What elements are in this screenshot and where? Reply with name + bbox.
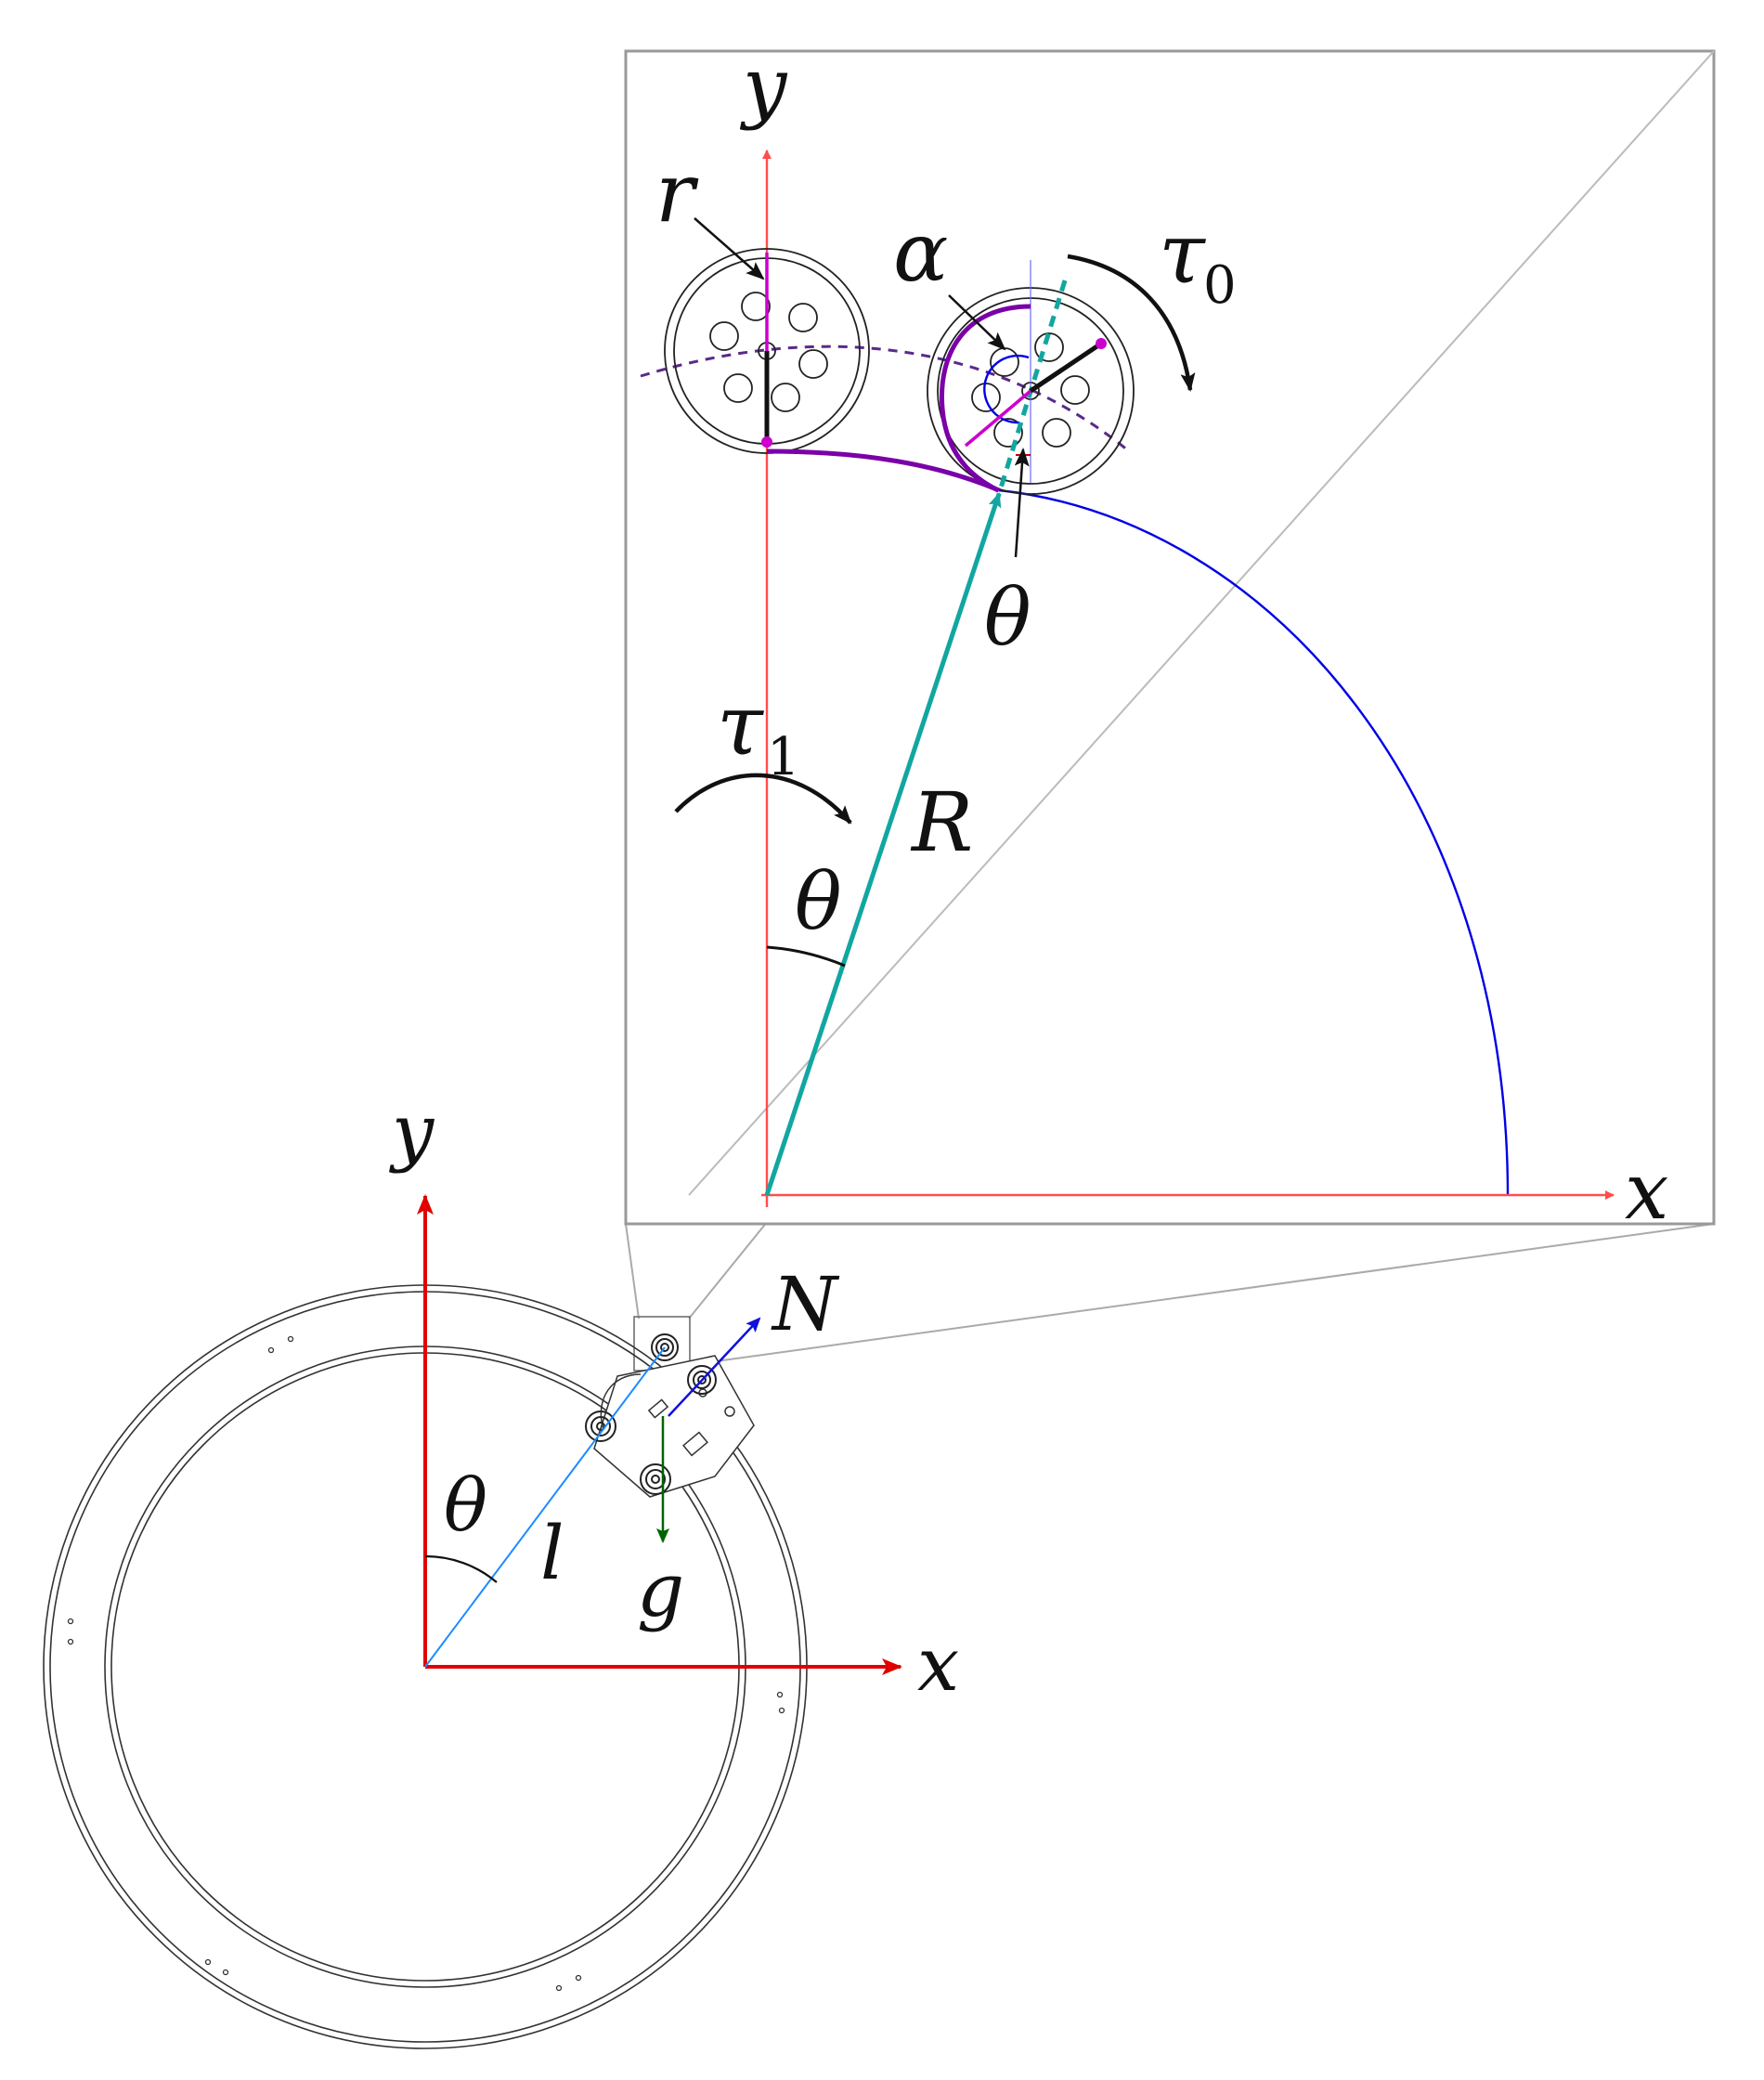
wheel-top-right xyxy=(687,1365,717,1395)
normal-force-arrow xyxy=(668,1317,761,1417)
tau0-symbol: τ xyxy=(1159,205,1206,303)
alpha-pointer-arrow xyxy=(948,294,1006,351)
pendulum-length-label: l xyxy=(540,1510,564,1596)
gravity-label: g xyxy=(637,1547,684,1633)
r-label: r xyxy=(655,145,699,240)
inset-frame xyxy=(624,49,1716,1226)
tau1-subscript: 1 xyxy=(767,727,800,787)
inset-panel: y x r α R θ θ τ 0 τ 1 xyxy=(624,41,1716,1237)
cable-between-pulleys xyxy=(766,448,1000,493)
tau0-rotation-arrow xyxy=(1067,254,1196,392)
track-arc xyxy=(998,488,1510,1196)
pendulum-line-l xyxy=(424,1346,666,1668)
inset-x-label: x xyxy=(1625,1146,1668,1237)
inset-diagonal xyxy=(688,50,1715,1196)
robot-wheels xyxy=(585,1333,717,1495)
radius-vector-R xyxy=(764,492,1002,1196)
alpha-angle-arc xyxy=(983,354,1030,424)
dashed-pitch-arc xyxy=(640,344,1129,452)
ring-bolt-holes xyxy=(67,1335,785,1992)
r-pointer-arrow xyxy=(694,217,765,280)
tau0-subscript: 0 xyxy=(1203,255,1237,316)
tau1-symbol: τ xyxy=(717,677,764,774)
wheel-top-left xyxy=(651,1333,679,1361)
wrap-cable-on-pulley xyxy=(939,304,1031,493)
tau1-rotation-arrow xyxy=(674,773,852,825)
right-pulley-black-radius xyxy=(1029,341,1103,394)
tau1-label: τ 1 xyxy=(717,677,800,787)
main-x-label: x xyxy=(917,1621,959,1708)
robot-body xyxy=(593,1355,755,1498)
wheel-left xyxy=(585,1410,616,1442)
right-pulley-marker xyxy=(1096,338,1107,349)
normal-force-label: N xyxy=(771,1261,840,1347)
main-theta-arc xyxy=(424,1554,498,1583)
tau0-label: τ 0 xyxy=(1159,205,1237,316)
alpha-label: α xyxy=(893,204,948,300)
inset-y-label: y xyxy=(739,41,788,132)
inset-theta-pointer-label: θ xyxy=(984,572,1031,663)
inset-theta-angle-label: θ xyxy=(795,856,842,947)
main-y-label: y xyxy=(389,1088,435,1175)
main-theta-label: θ xyxy=(444,1464,487,1548)
pulley-contact-point xyxy=(761,436,772,448)
inset-theta-arc xyxy=(766,945,846,968)
right-pulley-magenta-radius xyxy=(964,389,1032,448)
R-label: R xyxy=(910,774,973,870)
wheel-bottom xyxy=(640,1463,671,1495)
theta-pointer-arrow xyxy=(1014,448,1030,558)
